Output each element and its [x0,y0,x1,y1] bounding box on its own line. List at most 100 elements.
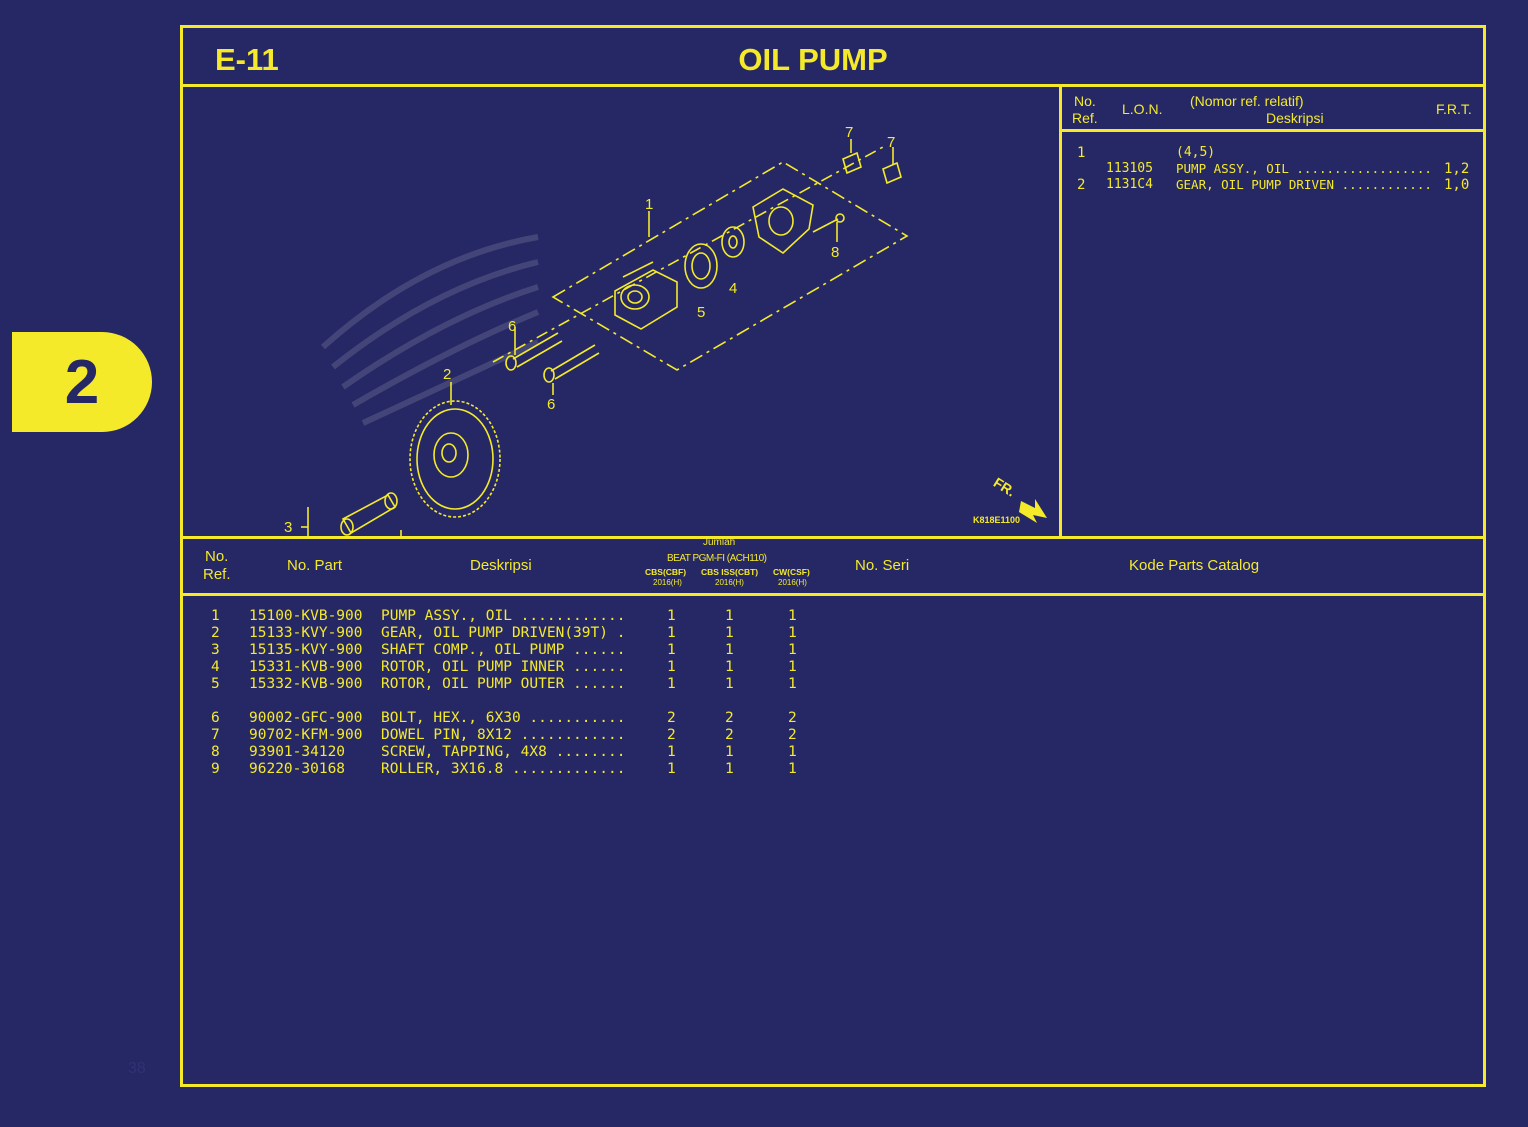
lon-row-2-ref: 2 [1077,177,1086,193]
col-head-variant-1-year: 2016(H) [653,578,682,587]
callout-2: 2 [443,366,451,383]
row-qty-3: 1 [788,659,797,675]
row-ref: 5 [211,676,220,692]
lon-head-no: No. [1074,93,1096,109]
row-part-number: 15135-KVY-900 [249,642,363,658]
lon-row-2-description: GEAR, OIL PUMP DRIVEN ............ [1176,177,1432,192]
row-description: GEAR, OIL PUMP DRIVEN(39T) . [381,625,626,641]
screw-part [812,213,845,242]
row-ref: 6 [211,710,220,726]
col-head-variant-3-year: 2016(H) [778,578,807,587]
row-qty-2: 1 [725,659,734,675]
lon-header: No. Ref. L.O.N. (Nomor ref. relatif) Des… [1062,87,1483,132]
title-bar: E-11 OIL PUMP [183,28,1483,87]
pump-cover-part [752,188,814,255]
front-label: FR. [991,474,1019,500]
row-qty-1: 2 [667,710,676,726]
lon-row-2-frt: 1,0 [1444,177,1470,193]
row-ref: 7 [211,727,220,743]
pump-body-part [614,261,678,330]
page-title: OIL PUMP [738,42,888,77]
row-qty-1: 1 [667,744,676,760]
row-qty-3: 2 [788,710,797,726]
row-ref: 8 [211,744,220,760]
callout-7b: 7 [887,134,895,151]
row-qty-2: 1 [725,676,734,692]
lon-panel: No. Ref. L.O.N. (Nomor ref. relatif) Des… [1062,87,1483,536]
row-description: DOWEL PIN, 8X12 ............ [381,727,626,743]
row-qty-1: 2 [667,727,676,743]
row-qty-3: 1 [788,676,797,692]
callout-4: 4 [729,280,737,297]
parts-table-header: No. Ref. No. Part Deskripsi Jumlah BEAT … [183,536,1483,596]
row-qty-2: 1 [725,744,734,760]
lon-row-1-description: PUMP ASSY., OIL .................. [1176,161,1432,176]
row-part-number: 90702-KFM-900 [249,727,363,743]
row-qty-1: 1 [667,659,676,675]
pump-assy-outline [551,161,909,371]
section-tab-label: 2 [64,347,100,417]
row-part-number: 15100-KVB-900 [249,608,363,624]
row-part-number: 90002-GFC-900 [249,710,363,726]
row-qty-2: 1 [725,608,734,624]
lon-row-1-ref: 1 [1077,145,1086,161]
exploded-diagram: 1 2 3 4 5 6 6 7 7 8 9 FR. K818E1100 [183,87,1062,536]
callout-5: 5 [697,304,705,321]
dowel-pin-part [842,139,902,185]
row-part-number: 96220-30168 [249,761,346,777]
parts-table-body: 1 15100-KVB-900 PUMP ASSY., OIL ........… [183,593,1483,1084]
shaft-part [301,492,402,536]
row-description: ROTOR, OIL PUMP OUTER ...... [381,676,626,692]
row-qty-1: 1 [667,608,676,624]
row-qty-1: 1 [667,761,676,777]
callout-3: 3 [284,519,292,536]
lon-head-relative: (Nomor ref. relatif) [1190,93,1304,109]
row-qty-3: 1 [788,642,797,658]
col-head-catalog: Kode Parts Catalog [1129,557,1260,574]
row-description: ROLLER, 3X16.8 ............. [381,761,626,777]
honda-wing-watermark [320,234,540,426]
row-ref: 4 [211,659,220,675]
oil-pump-drawing: 1 2 3 4 5 6 6 7 7 8 9 FR. K818E1100 [284,124,1047,536]
row-qty-3: 1 [788,761,797,777]
row-qty-2: 1 [725,642,734,658]
row-part-number: 15133-KVY-900 [249,625,363,641]
front-direction-arrow [1019,499,1047,523]
row-ref: 2 [211,625,220,641]
row-qty-3: 1 [788,625,797,641]
row-qty-3: 2 [788,727,797,743]
row-description: ROTOR, OIL PUMP INNER ...... [381,659,626,675]
row-part-number: 15331-KVB-900 [249,659,363,675]
outer-rotor-part [684,243,718,289]
row-qty-3: 1 [788,744,797,760]
lon-row-1-lon: 113105 [1106,161,1153,176]
parts-catalog-page: E-11 OIL PUMP [180,25,1486,1087]
callout-8: 8 [831,244,839,261]
row-description: SHAFT COMP., OIL PUMP ...... [381,642,626,658]
driven-gear-part [409,382,501,518]
col-head-no: No. [205,548,229,565]
callout-6a: 6 [508,318,516,335]
section-tab[interactable]: 2 [12,332,152,432]
page-number: 38 [128,1060,146,1077]
lon-head-frt: F.R.T. [1436,101,1472,117]
callout-1: 1 [645,196,653,213]
callout-7a: 7 [845,124,853,141]
col-head-variant-1: CBS(CBF) [645,567,687,577]
callout-6b: 6 [547,396,555,413]
inner-rotor-part [721,226,745,258]
bolt-part [505,327,600,395]
row-qty-2: 2 [725,727,734,743]
row-qty-2: 1 [725,761,734,777]
row-qty-1: 1 [667,676,676,692]
row-qty-1: 1 [667,642,676,658]
row-part-number: 93901-34120 [249,744,346,760]
col-head-variant-2: CBS ISS(CBT) [701,567,759,577]
lon-row-1-frt: 1,2 [1444,161,1470,177]
row-description: PUMP ASSY., OIL ............ [381,608,626,624]
lon-row-2-lon: 1131C4 [1106,177,1153,192]
row-qty-3: 1 [788,608,797,624]
row-description: SCREW, TAPPING, 4X8 ........ [381,744,626,760]
lon-head-ref: Ref. [1072,110,1098,126]
col-head-ref: Ref. [203,566,231,583]
